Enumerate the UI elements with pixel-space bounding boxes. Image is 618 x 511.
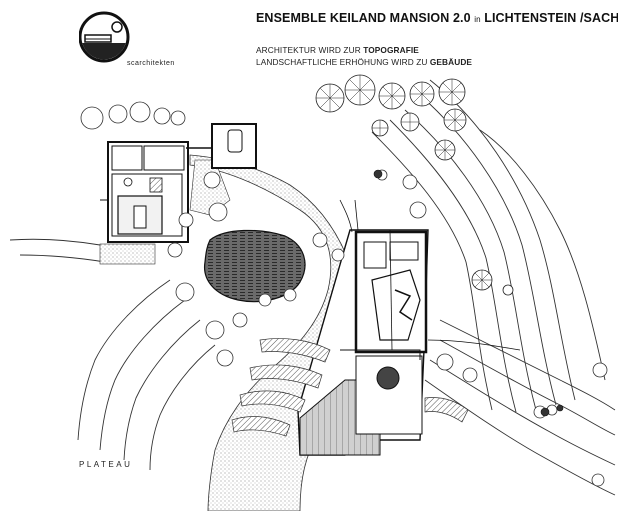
tree-canopies bbox=[315, 74, 514, 296]
site-lines bbox=[339, 199, 521, 351]
office-logo bbox=[78, 7, 199, 69]
title-connector: in bbox=[474, 15, 481, 24]
garage-building bbox=[186, 123, 257, 169]
pond bbox=[204, 229, 306, 303]
existing-villa bbox=[99, 141, 189, 265]
new-building-wedge bbox=[297, 229, 429, 456]
subtitle-line-1-prefix: ARCHITEKTUR WIRD ZUR bbox=[256, 45, 361, 55]
subtitle-line-2: LANDSCHAFTLICHE ERHÖHUNG WIRD ZU GEBÄUDE bbox=[256, 57, 472, 67]
subtitle-line-2-prefix: LANDSCHAFTLICHE ERHÖHUNG WIRD ZU bbox=[256, 57, 428, 67]
logo-circle-house-icon bbox=[78, 11, 130, 63]
page-title: ENSEMBLE KEILAND MANSION 2.0 in LICHTENS… bbox=[256, 11, 618, 25]
subtitle-line-1-emphasis: TOPOGRAFIE bbox=[363, 45, 419, 55]
plateau-label: PLATEAU bbox=[79, 460, 133, 469]
title-part-1: ENSEMBLE KEILAND MANSION 2.0 bbox=[256, 11, 471, 25]
subtitle-line-1: ARCHITEKTUR WIRD ZUR TOPOGRAFIE bbox=[256, 45, 419, 55]
logo-caption: scarchitekten bbox=[127, 60, 175, 67]
dark-tree-symbols bbox=[373, 169, 564, 417]
title-part-2: LICHTENSTEIN /SACHSEN bbox=[484, 11, 618, 25]
contour-lines bbox=[9, 79, 616, 496]
subtitle-line-2-emphasis: GEBÄUDE bbox=[429, 57, 473, 67]
terrace-beds bbox=[231, 338, 469, 437]
